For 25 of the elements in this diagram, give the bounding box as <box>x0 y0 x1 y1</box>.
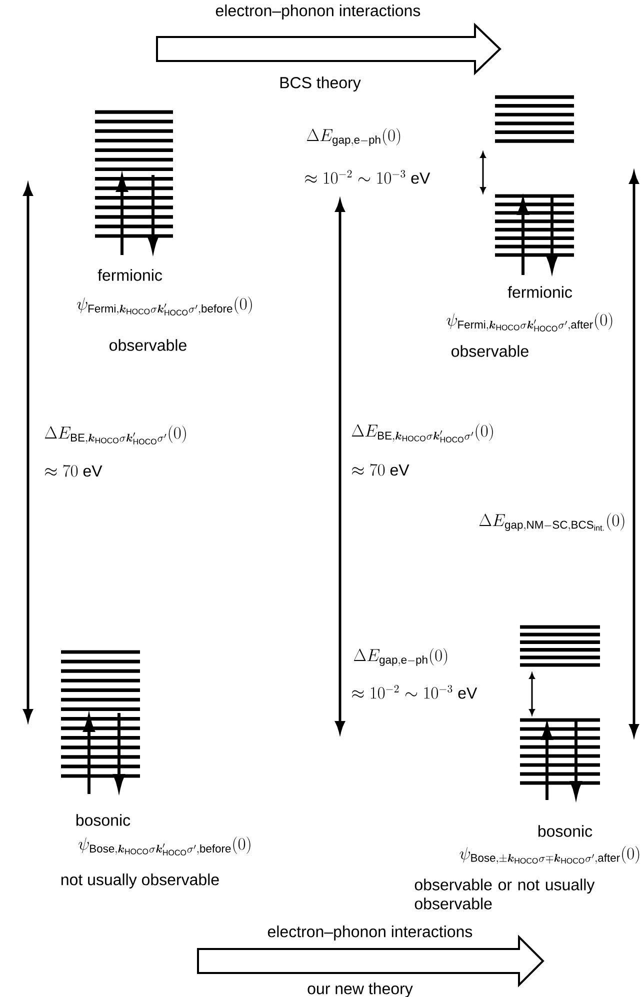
energy-formula: $\Delta E_{\mathrm{gap,e{-}ph}}(0)$ <box>306 128 400 146</box>
process-label: electron–phonon interactions <box>268 926 472 940</box>
energy-formula: $\Delta E_{\mathrm{BE},\boldsymbol{k}_{\mathrm{HOCO}}\sigma\boldsymbol{k}'_{\mathrm{HOCO}}\sigma'}(0)$ <box>44 426 186 444</box>
energy-formula: $\Delta E_{\mathrm{gap,e{-}ph}}(0)$ <box>354 648 448 666</box>
observability-note: not usually observable <box>61 874 219 888</box>
energy-formula: $\Delta E_{\mathrm{gap,NM{-}SC,BCS_{int.}}}(0)$ <box>479 513 624 531</box>
state-label: bosonic <box>538 825 592 837</box>
wavefunction-formula: $\psi_{\mathrm{Fermi},\boldsymbol{k}_{\mathrm{HOCO}}\sigma\boldsymbol{k}'_{\mathrm{HOCO}}\sigma',\mathrm{before}}(0)$ <box>77 296 252 316</box>
wavefunction-formula: $\psi_{\mathrm{Bose},\boldsymbol{k}_{\mathrm{HOCO}}\sigma\boldsymbol{k}'_{\mathrm{HOCO}}\sigma',\mathrm{before}}(0)$ <box>78 836 250 856</box>
observability-note: observable <box>452 345 528 357</box>
process-label: electron–phonon interactions <box>216 4 420 20</box>
energy-formula: $\Delta E_{\mathrm{BE},\boldsymbol{k}_{\mathrm{HOCO}}\sigma\boldsymbol{k}'_{\mathrm{HOCO}}\sigma'}(0)$ <box>352 424 493 442</box>
state-label: bosonic <box>76 814 130 826</box>
wavefunction-formula: $\psi_{\mathrm{Bose},\pm\boldsymbol{k}_{\mathrm{HOCO}}\sigma\mp\boldsymbol{k}_{\mathrm{HOCO}}\sigma',\mathrm{after}}(0)$ <box>460 846 640 864</box>
energy-formula: $\approx 10^{-2}\sim 10^{-3}\ \mathrm{eV}$ <box>305 170 430 184</box>
energy-formula: $\approx 10^{-2}\sim 10^{-3}\ \mathrm{eV}$ <box>352 685 478 699</box>
state-label: fermionic <box>98 269 162 281</box>
process-label: BCS theory <box>280 76 361 92</box>
energy-formula: $\approx 70\ \mathrm{eV}$ <box>45 464 102 477</box>
observability-note: observable <box>110 339 186 351</box>
process-label: our new theory <box>308 982 413 997</box>
state-label: fermionic <box>508 286 572 298</box>
energy-formula: $\approx 70\ \mathrm{eV}$ <box>352 464 410 476</box>
wavefunction-formula: $\psi_{\mathrm{Fermi},\boldsymbol{k}_{\mathrm{HOCO}}\sigma\boldsymbol{k}'_{\mathrm{HOCO}}\sigma',\mathrm{after}}(0)$ <box>446 312 612 332</box>
observability-note: observable or not usually observable <box>414 878 595 910</box>
